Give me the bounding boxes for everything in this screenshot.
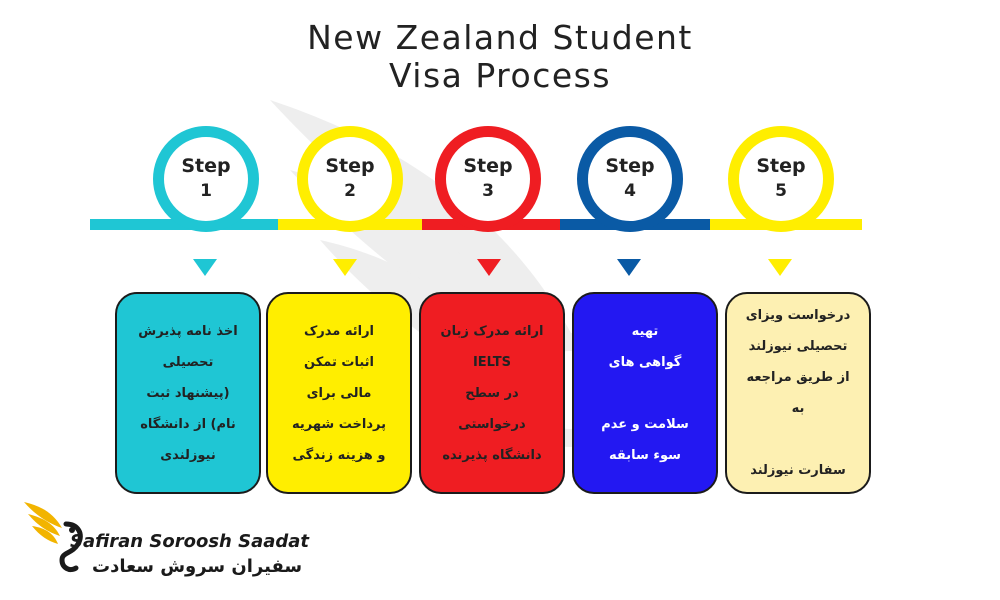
step-4-description: تهیه گواهی های سلامت و عدم سوء سابقه	[601, 323, 689, 463]
step-3-label: Step	[463, 155, 513, 177]
step-2-description: ارائه مدرک اثبات تمکن مالی برای پرداخت ش…	[292, 323, 386, 463]
step-4-card: تهیه گواهی های سلامت و عدم سوء سابقه	[572, 292, 718, 494]
step-3-card: ارائه مدرک زبان IELTS در سطح درخواستی دا…	[419, 292, 565, 494]
brand-name-english: Safiran Soroosh Saadat	[70, 531, 310, 552]
step-4-arrow-icon	[617, 259, 641, 276]
step-1-card: اخذ نامه پذیرش تحصیلی (پیشنهاد ثبت نام) …	[115, 292, 261, 494]
step-1-circle: Step 1	[153, 126, 259, 232]
step-5-card: درخواست ویزای تحصیلی نیوزلند از طریق مرا…	[725, 292, 871, 494]
step-3-description: ارائه مدرک زبان IELTS در سطح درخواستی دا…	[440, 323, 544, 463]
step-4-circle: Step 4	[577, 126, 683, 232]
step-1-arrow-icon	[193, 259, 217, 276]
step-5-circle: Step 5	[728, 126, 834, 232]
step-1-description: اخذ نامه پذیرش تحصیلی (پیشنهاد ثبت نام) …	[138, 323, 238, 463]
brand-name-persian: سفیران سروش سعادت	[92, 556, 303, 577]
step-2-arrow-icon	[333, 259, 357, 276]
step-2-label: Step	[325, 155, 375, 177]
bird-logo-icon	[24, 502, 83, 573]
step-5-number: 5	[775, 181, 787, 201]
step-1-label: Step	[181, 155, 231, 177]
page-title-line-1: New Zealand Student	[307, 18, 693, 57]
step-1-number: 1	[200, 181, 212, 201]
step-2-card: ارائه مدرک اثبات تمکن مالی برای پرداخت ش…	[266, 292, 412, 494]
step-3-arrow-icon	[477, 259, 501, 276]
page-title-line-2: Visa Process	[388, 56, 612, 95]
step-2-circle: Step 2	[297, 126, 403, 232]
step-5-label: Step	[756, 155, 806, 177]
step-5-description: درخواست ویزای تحصیلی نیوزلند از طریق مرا…	[745, 308, 851, 478]
step-2-number: 2	[344, 181, 356, 201]
step-3-circle: Step 3	[435, 126, 541, 232]
step-5-arrow-icon	[768, 259, 792, 276]
step-4-number: 4	[624, 181, 636, 201]
step-4-label: Step	[605, 155, 655, 177]
step-3-number: 3	[482, 181, 494, 201]
